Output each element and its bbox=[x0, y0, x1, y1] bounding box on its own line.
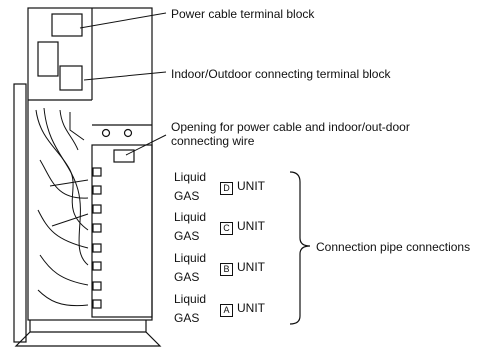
io-terminal-label: Indoor/Outdoor connecting terminal block bbox=[171, 67, 391, 81]
bracket bbox=[289, 171, 311, 325]
io-terminal-block bbox=[59, 65, 83, 91]
leader-lines bbox=[79, 12, 167, 156]
valve-stems bbox=[92, 167, 102, 309]
piping bbox=[35, 107, 89, 307]
unit-b-liquid: Liquid bbox=[174, 251, 207, 265]
unit-a-letter: A bbox=[220, 304, 233, 317]
cabinet-outline bbox=[27, 7, 153, 321]
opening-label: Opening for power cable and indoor/out-d… bbox=[171, 120, 410, 148]
screw-hole bbox=[101, 128, 111, 138]
unit-d-liquid: Liquid bbox=[174, 170, 207, 184]
unit-c-letter: C bbox=[220, 222, 233, 235]
screw-hole bbox=[123, 128, 133, 138]
base bbox=[14, 320, 162, 347]
wire-opening bbox=[113, 149, 135, 163]
unit-d-letter: D bbox=[220, 182, 233, 195]
pipe-panel bbox=[91, 144, 153, 318]
unit-d-gas: GAS bbox=[174, 189, 200, 203]
side-panel bbox=[13, 83, 27, 343]
unit-c-liquid: Liquid bbox=[174, 210, 207, 224]
unit-b-letter: B bbox=[220, 263, 233, 276]
power-terminal-block bbox=[51, 13, 83, 37]
unit-c-gas: GAS bbox=[174, 229, 200, 243]
pipe-connections-label: Connection pipe connections bbox=[316, 240, 471, 254]
power-terminal-label: Power cable terminal block bbox=[171, 7, 315, 21]
unit-a-gas: GAS bbox=[174, 311, 200, 325]
unit-b-gas: GAS bbox=[174, 270, 200, 284]
unit-a-liquid: Liquid bbox=[174, 292, 207, 306]
